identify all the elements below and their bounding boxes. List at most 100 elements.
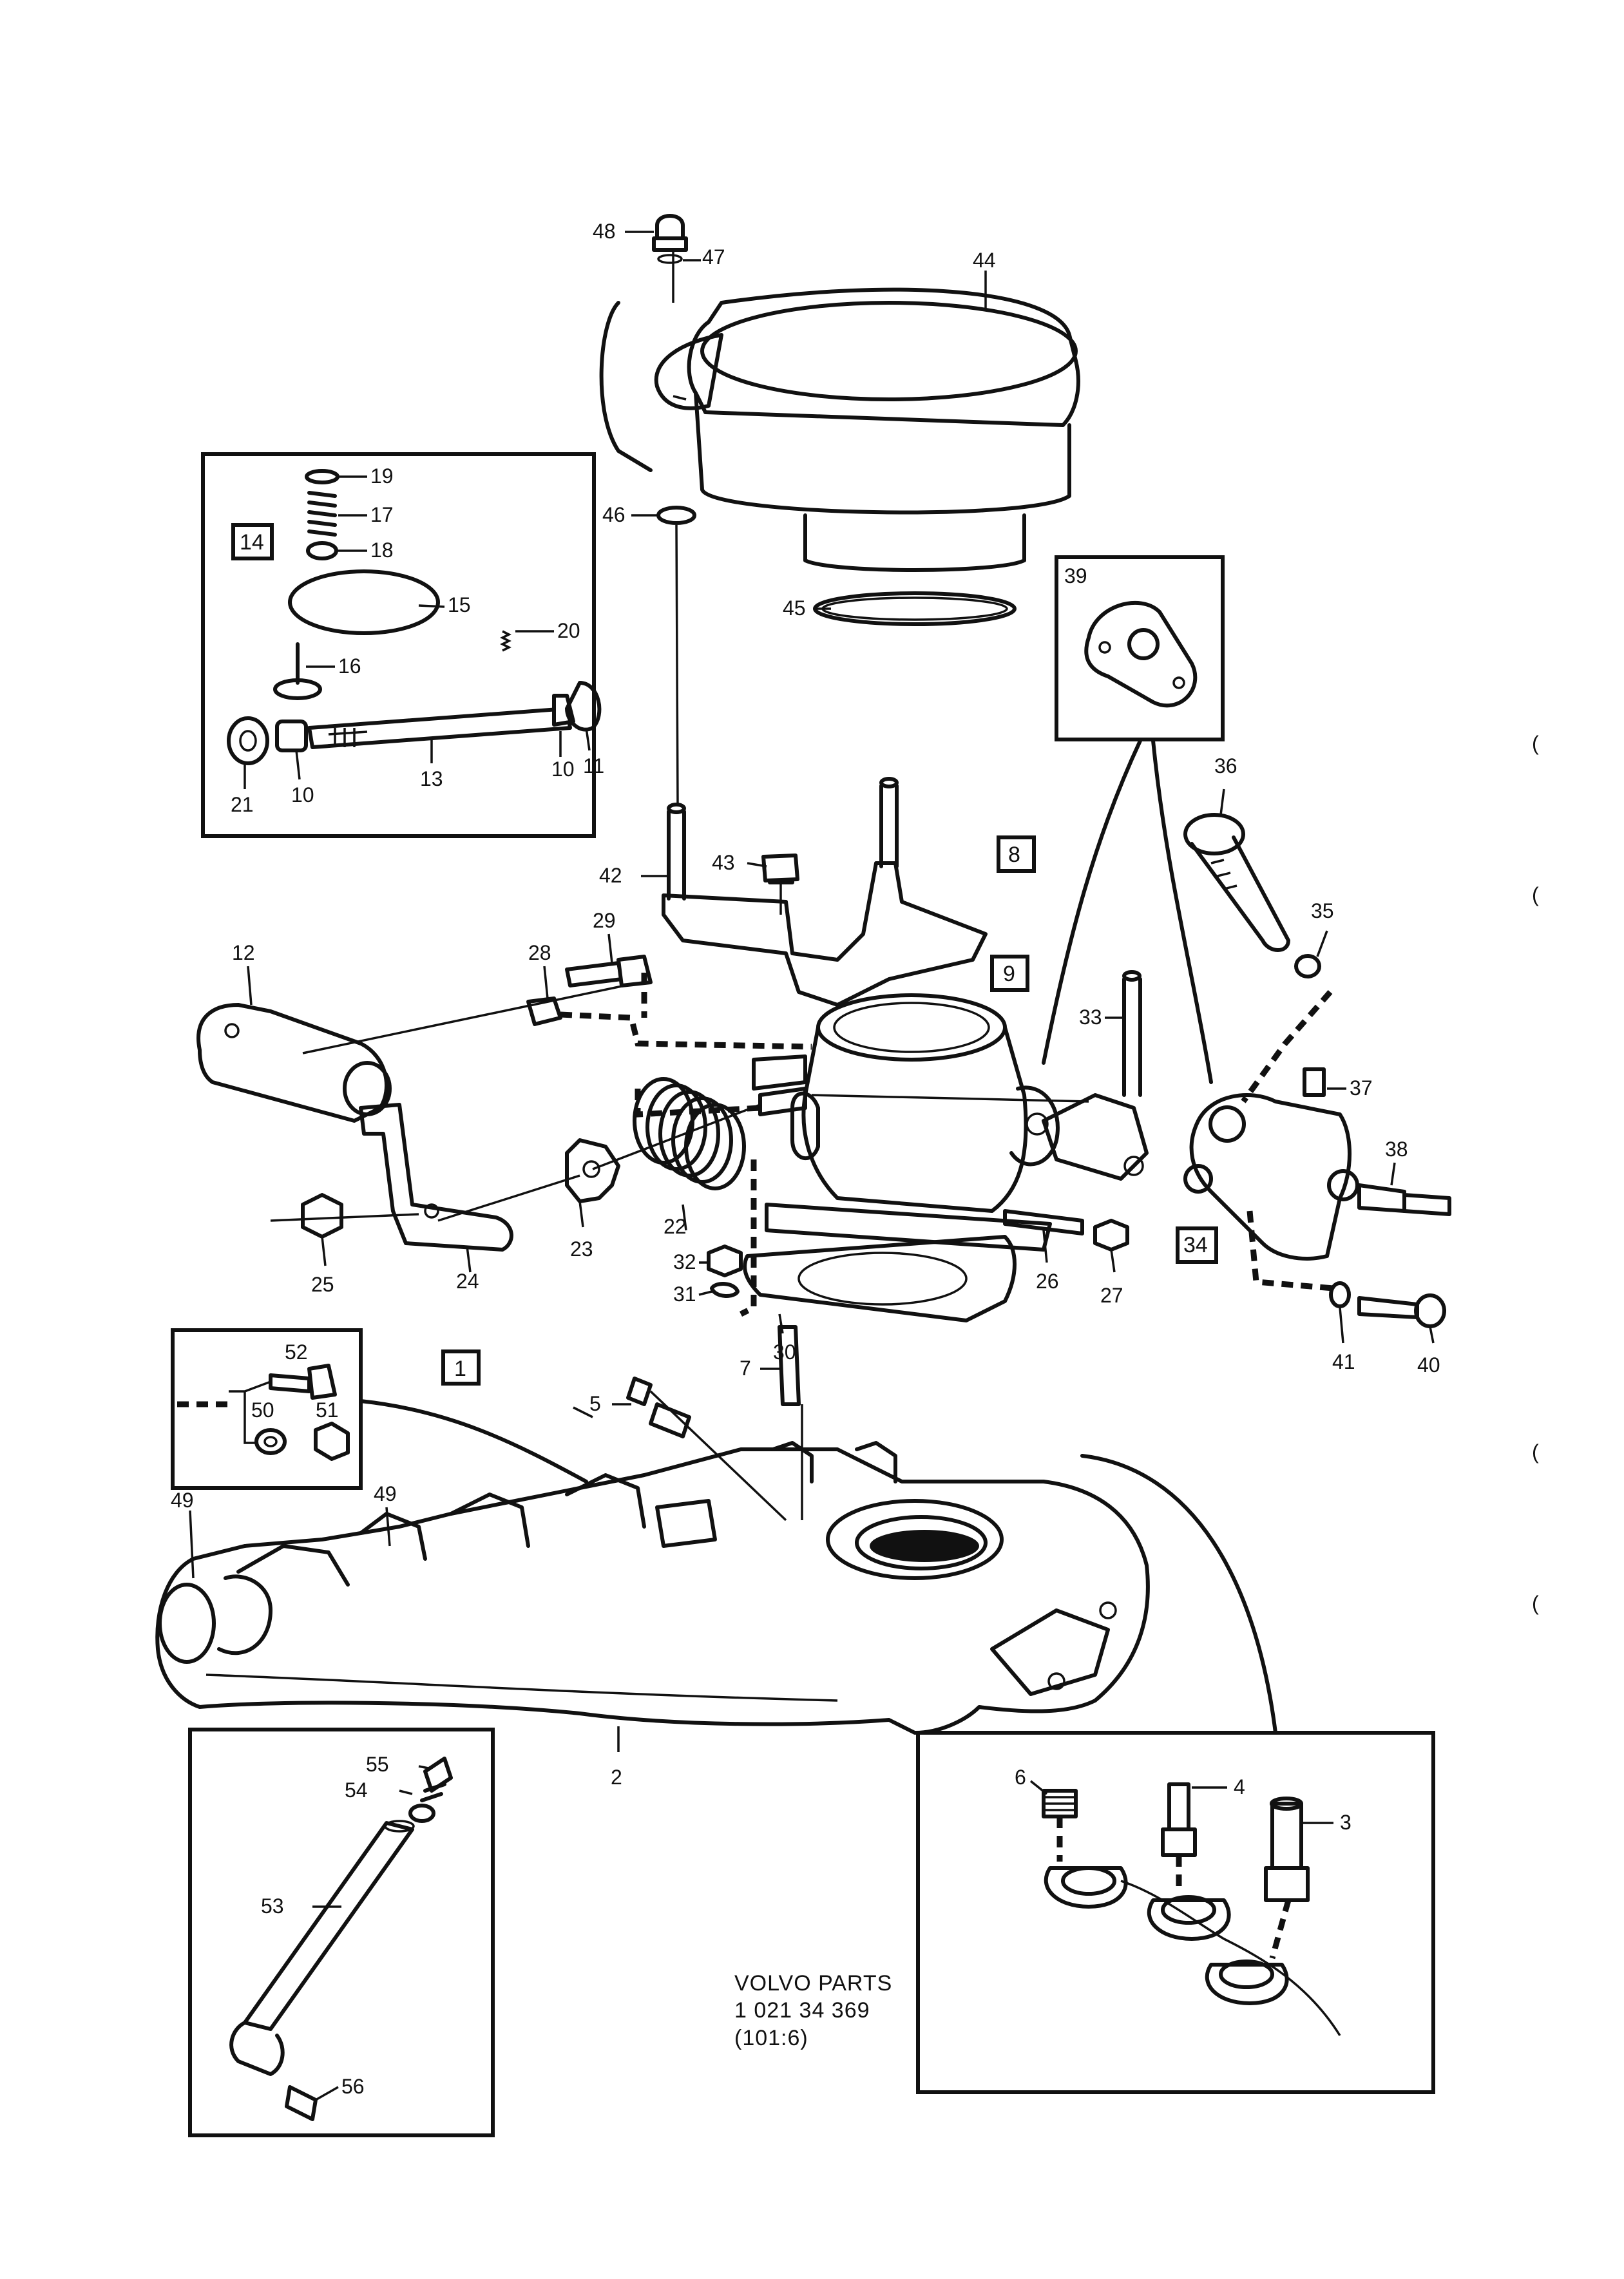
callout-15: 15	[448, 593, 471, 616]
callout-30: 30	[773, 1340, 796, 1364]
gasket-39	[1084, 600, 1198, 708]
coolant-housing	[1183, 1093, 1359, 1261]
sensor-5	[626, 1377, 691, 1438]
callout-18: 18	[370, 539, 394, 562]
callout-3: 3	[1340, 1811, 1352, 1834]
fastener-parts	[177, 1364, 350, 1461]
box-8	[997, 835, 1036, 873]
box-label-8: 8	[1008, 843, 1020, 867]
throttle-body	[752, 993, 1060, 1252]
box-34	[1176, 1226, 1218, 1264]
callout-44: 44	[973, 249, 996, 272]
star-washer-23	[565, 1138, 620, 1203]
washer-46	[656, 506, 696, 525]
o-ring-35	[1294, 954, 1321, 978]
callout-49b: 49	[374, 1482, 397, 1505]
air-cleaner-gasket	[813, 591, 1017, 626]
callout-27: 27	[1100, 1284, 1123, 1307]
callout-13: 13	[420, 767, 443, 790]
callout-42: 42	[599, 864, 622, 887]
callout-46: 46	[602, 503, 626, 526]
callout-56: 56	[341, 2075, 365, 2098]
callout-19: 19	[370, 464, 394, 488]
vacuum-pipe-parts	[229, 1757, 453, 2121]
callout-12: 12	[232, 941, 255, 964]
callout-10a: 10	[291, 783, 314, 806]
nut-32	[707, 1244, 743, 1277]
box-9	[990, 955, 1029, 992]
margin-mark: (	[1532, 732, 1539, 755]
stud-axis-line	[672, 251, 679, 806]
callout-10b: 10	[551, 758, 575, 781]
callout-53: 53	[261, 1894, 284, 1918]
mounting-bracket	[662, 777, 988, 1007]
footer-part-reference: VOLVO PARTS 1 021 34 369 (101:6)	[734, 1971, 892, 2050]
washer-47	[657, 254, 683, 264]
callout-52: 52	[285, 1340, 308, 1364]
binding-margin-marks: ( ( ( (	[1532, 732, 1539, 1615]
callout-labels: 48 47 44 46 45 19 17 18 15 20 16 1 4 21 1…	[171, 220, 1440, 2101]
margin-mark: (	[1532, 1440, 1539, 1464]
callout-17: 17	[370, 503, 394, 526]
callout-32: 32	[673, 1250, 696, 1273]
screw-29	[565, 955, 653, 987]
footer-brand: VOLVO PARTS	[734, 1971, 892, 1996]
arrow-from-gasket-left	[1042, 739, 1142, 1065]
callout-55: 55	[366, 1753, 389, 1776]
callout-51: 51	[316, 1398, 339, 1422]
callout-11: 11	[583, 754, 604, 777]
throttle-bracket-33	[1042, 970, 1149, 1181]
sensor-38	[1357, 1183, 1451, 1216]
callout-41: 41	[1332, 1350, 1355, 1373]
callout-20: 20	[557, 619, 580, 642]
inset-frame-valve-assembly	[201, 452, 596, 838]
callout-49a: 49	[171, 1489, 194, 1512]
callout-35: 35	[1311, 899, 1334, 922]
inset-frame-fittings	[916, 1731, 1435, 2094]
callout-26: 26	[1036, 1270, 1059, 1293]
nut-25	[301, 1193, 343, 1239]
box-label-9: 9	[1003, 962, 1015, 986]
screw-40	[1357, 1293, 1446, 1328]
callout-39: 39	[1064, 564, 1087, 587]
callout-28: 28	[528, 941, 551, 964]
arrow-from-gasket-right	[1151, 739, 1213, 1084]
callout-7: 7	[740, 1357, 751, 1380]
nut-27	[1093, 1219, 1129, 1252]
callout-29: 29	[593, 909, 616, 932]
callout-45: 45	[783, 596, 806, 620]
callout-47: 47	[702, 245, 725, 269]
stud-7	[778, 1325, 801, 1406]
callout-54: 54	[345, 1778, 368, 1802]
washer-41	[1329, 1281, 1351, 1308]
box-label-1: 1	[454, 1357, 466, 1381]
footer-page-ref: (101:6)	[734, 2026, 808, 2050]
fittings-parts	[1042, 1782, 1341, 2036]
cap-nut-48	[652, 214, 688, 252]
flange-gasket-30	[743, 1235, 1017, 1322]
callout-5: 5	[589, 1392, 601, 1415]
inset-frame-vacuum-pipe	[188, 1728, 495, 2137]
washer-31	[710, 1282, 740, 1298]
inset-frame-fasteners	[171, 1328, 363, 1490]
pointer-fasteners-to-manifold	[359, 1399, 588, 1483]
water-pipe-12	[196, 1003, 392, 1123]
callout-33: 33	[1079, 1006, 1102, 1029]
callout-48: 48	[593, 220, 616, 243]
callout-50: 50	[251, 1398, 274, 1422]
callout-4: 4	[1234, 1775, 1245, 1798]
callout-36: 36	[1214, 754, 1237, 777]
leader-lines	[270, 984, 1089, 1521]
callout-25: 25	[311, 1273, 334, 1296]
callout-16: 16	[338, 654, 361, 678]
valve-assembly-parts	[227, 469, 602, 765]
pointer-manifold-to-fittings	[1080, 1454, 1277, 1735]
margin-mark: (	[1532, 1592, 1539, 1615]
air-cleaner-housing	[599, 287, 1080, 572]
callout-21: 21	[231, 793, 254, 816]
plug-37	[1303, 1067, 1326, 1097]
shaft-stud	[758, 1087, 807, 1116]
footer-part-number: 1 021 34 369	[734, 1998, 870, 2023]
callout-31: 31	[673, 1283, 696, 1306]
callout-23: 23	[570, 1237, 593, 1261]
